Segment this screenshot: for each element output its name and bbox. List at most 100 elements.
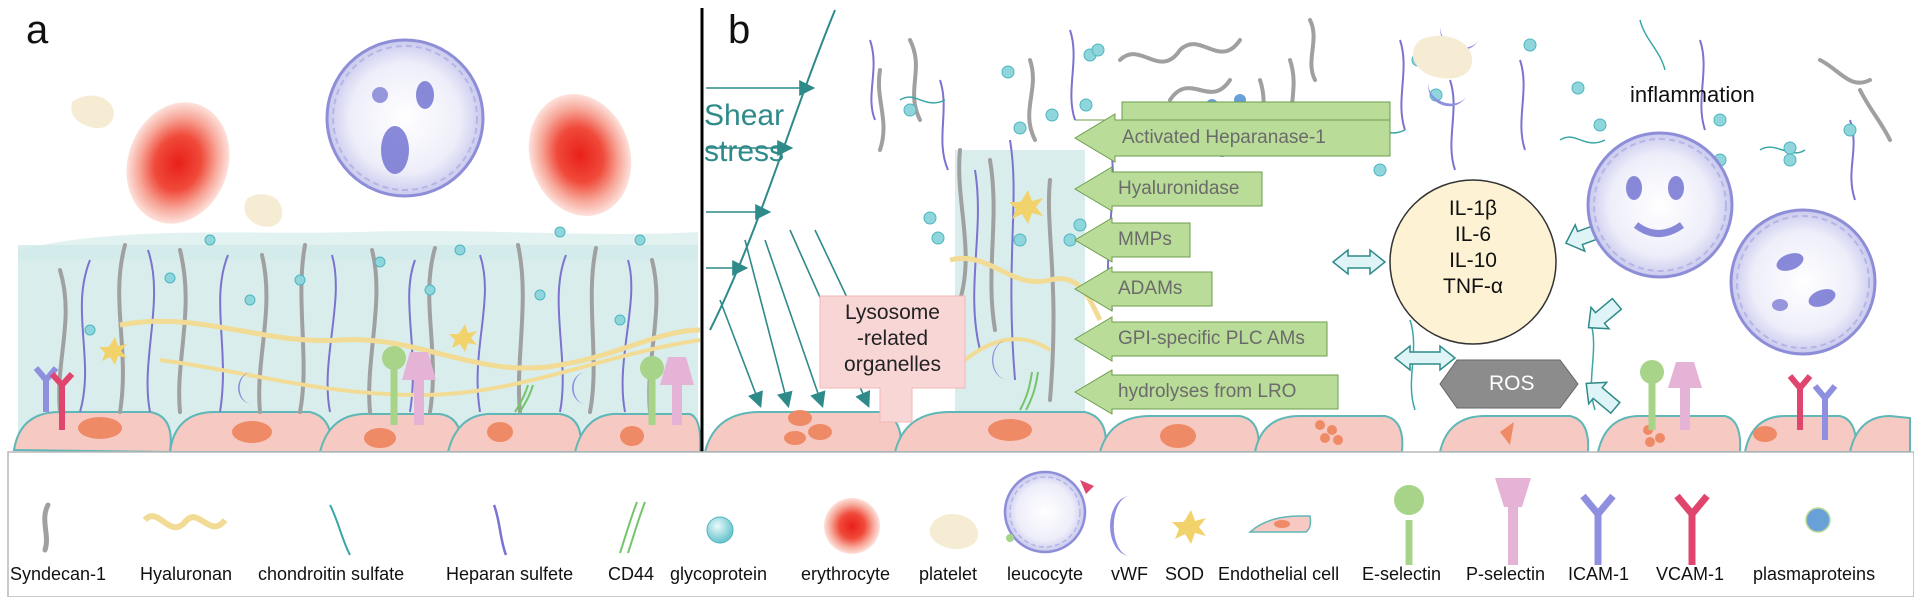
- enzyme-label-adams: ADAMs: [1118, 278, 1183, 299]
- endothelial-cell: [1848, 414, 1911, 453]
- panel-a-letter: a: [26, 8, 49, 52]
- panel-a-platelet: [71, 95, 114, 129]
- inflammation-label: inflammation: [1630, 82, 1755, 107]
- nucleus: [78, 417, 122, 439]
- enzyme-label-gpi-plc: GPI-specific PLC AMs: [1118, 328, 1305, 349]
- lysosome-granule: [1327, 425, 1337, 435]
- panel-b-endothelial-cells: [703, 410, 1911, 453]
- p-selectin-icon: [1495, 478, 1531, 565]
- cytokine-il6: IL-6: [1454, 223, 1492, 246]
- panel-a-e-selectin: [640, 356, 664, 425]
- nucleus: [620, 426, 644, 446]
- panel-a-glycocalyx-top: [18, 231, 698, 260]
- panel-a-vcam: [49, 371, 75, 430]
- lysosome-granule: [788, 410, 812, 426]
- legend-icons: [42, 470, 1831, 565]
- legend-label-leucocyte: leucocyte: [1007, 564, 1084, 584]
- legend-label-p-selectin: P-selectin: [1466, 564, 1546, 584]
- enzyme-label-heparanase: Activated Heparanase-1: [1122, 127, 1326, 148]
- panel-a-cd44: [514, 384, 534, 413]
- enzyme-label-mmps: MMPs: [1118, 229, 1172, 250]
- cd44-icon: [619, 501, 646, 554]
- legend-label-sod: SOD: [1165, 564, 1205, 584]
- nucleus: [232, 421, 272, 443]
- panel-a-erythrocyte: [528, 94, 632, 216]
- legend-label-glycoprotein: glycoprotein: [670, 564, 768, 584]
- legend-label-vcam: VCAM-1: [1656, 564, 1725, 584]
- panel-a-sod: [449, 324, 477, 352]
- enzyme-arrow-lro-hydrolyses: [1074, 369, 1339, 415]
- legend-label-erythrocyte: erythrocyte: [801, 564, 891, 584]
- lysosome-granule: [1315, 420, 1325, 430]
- cytokine-il10: IL-10: [1449, 249, 1497, 272]
- legend-label-plasmaproteins: plasmaproteins: [1753, 564, 1876, 584]
- legend-label-e-selectin: E-selectin: [1362, 564, 1442, 584]
- nucleus: [1753, 426, 1777, 442]
- panel-a-erythrocyte: [126, 102, 230, 224]
- panel-b-glycocalyx-remnant: [955, 150, 1085, 440]
- erythrocyte-icon: [824, 498, 880, 554]
- lysosome-line-1: Lysosome: [845, 301, 940, 324]
- panel-a-glycoproteins: [84, 226, 646, 336]
- panel-b-chondroitin-fragments: [899, 19, 1806, 411]
- plasmaprotein-icon: [1805, 507, 1831, 533]
- cytokine-list: IL-1β IL-6 IL-10 TNF-α: [1400, 196, 1546, 300]
- shear-profile-curve: [709, 9, 836, 331]
- panel-a-hyaluronan: [119, 318, 701, 371]
- e-selectin-icon: [1394, 485, 1424, 565]
- nucleus: [1160, 424, 1196, 448]
- leucocyte-icon: [1003, 470, 1094, 554]
- legend-label-syndecan: Syndecan-1: [10, 564, 107, 584]
- vcam-1-icon: [1674, 493, 1710, 565]
- lysosome-line-3: organelles: [844, 353, 941, 376]
- lysosome-granule: [1320, 433, 1330, 443]
- panel-a-leucocyte: [325, 38, 485, 198]
- ros-label: ROS: [1489, 372, 1535, 395]
- panel-b-p-selectin: [1668, 362, 1702, 430]
- cytokine-circle: [1389, 179, 1557, 345]
- endothelial-cell: [1596, 415, 1742, 453]
- lysosome-callout: [819, 295, 966, 423]
- ros-hexagon: [1439, 359, 1579, 409]
- nucleus: [988, 419, 1032, 441]
- enzyme-arrow-adams: [1074, 266, 1213, 312]
- syndecan-icon: [42, 502, 51, 553]
- panel-b-leucocyte: [1586, 131, 1734, 279]
- shear-line-2: stress: [704, 135, 785, 168]
- enzyme-arrow-heparanase: [1074, 113, 1391, 163]
- panel-b-vcam: [1787, 374, 1813, 430]
- panel-b-cd44: [1019, 371, 1039, 411]
- glycoprotein-icon: [706, 516, 734, 544]
- panel-b-hyaluronan: [963, 337, 1052, 362]
- enzyme-label-hyaluronidase: Hyaluronidase: [1118, 178, 1240, 199]
- panel-b-icam: [1812, 384, 1838, 440]
- nucleus: [487, 422, 513, 442]
- panel-b: [703, 9, 1911, 453]
- platelet-icon: [929, 513, 979, 550]
- enzyme-arrow-shapes: [1074, 113, 1391, 415]
- cytokine-il1b: IL-1β: [1448, 197, 1498, 220]
- panel-a: [12, 38, 702, 454]
- legend-label-endothelial: Endothelial cell: [1218, 564, 1340, 584]
- panel-a-e-selectin: [382, 346, 406, 425]
- panel-b-leucocyte: [1729, 208, 1877, 356]
- lysosome-label: Lysosome -related organelles: [820, 300, 965, 378]
- nucleus: [1500, 422, 1514, 445]
- bidirectional-arrows: [1331, 248, 1457, 372]
- nucleus: [364, 428, 396, 448]
- enzyme-arrow-hyaluronidase: [1074, 166, 1263, 212]
- hyaluronan-icon: [142, 513, 228, 531]
- vwf-icon: [1110, 496, 1130, 556]
- lysosome-granule: [784, 431, 806, 445]
- panel-b-vwf: [1428, 81, 1467, 107]
- lysosome-granule: [1655, 433, 1665, 443]
- shear-line-1: Shear: [704, 99, 785, 132]
- heparan-sulfate-icon: [492, 504, 508, 556]
- panel-b-sod: [1009, 190, 1043, 224]
- chondroitin-sulfate-icon: [329, 504, 351, 556]
- lysosome-granule: [808, 424, 832, 440]
- endothelial-cell: [446, 412, 582, 453]
- panel-b-e-selectin: [1640, 360, 1664, 430]
- lysosome-granule: [1333, 435, 1343, 445]
